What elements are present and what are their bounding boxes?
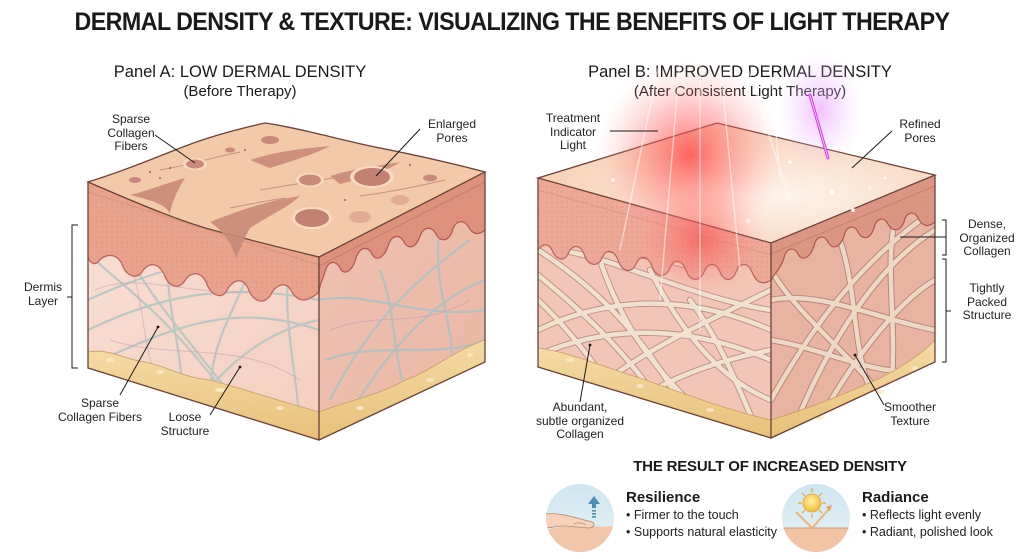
label-abundant-collagen: Abundant, subtle organized Collagen — [535, 400, 625, 441]
panel-b-leaders — [579, 130, 951, 406]
panel-a-title-block: Panel A: LOW DERMAL DENSITY (Before Ther… — [90, 62, 390, 102]
radiance-heading: Radiance — [862, 489, 929, 506]
label-enlarged-pores: Enlarged Pores — [427, 117, 477, 145]
cube-a-low-density — [86, 122, 487, 441]
panel-a-leaders — [67, 128, 421, 416]
label-smoother-texture: Smoother Texture — [883, 400, 937, 428]
radiance-point: Reflects light evenly — [862, 507, 993, 524]
resilience-heading: Resilience — [626, 489, 701, 506]
label-sparse-collagen-bottom: Sparse Collagen Fibers — [57, 396, 143, 424]
treatment-light-beams — [595, 50, 865, 330]
resilience-point: Firmer to the touch — [626, 507, 777, 524]
finger-press-icon — [546, 484, 614, 552]
radiance-point: Radiant, polished look — [862, 524, 993, 541]
resilience-text: Resilience Firmer to the touch Supports … — [626, 489, 777, 541]
label-treatment-indicator-light: Treatment Indicator Light — [545, 111, 601, 152]
sun-reflection-icon — [782, 484, 850, 552]
label-loose-structure: Loose Structure — [160, 410, 210, 438]
label-tightly-packed-structure: Tightly Packed Structure — [962, 281, 1012, 322]
label-sparse-collagen-top: Sparse Collagen Fibers — [107, 112, 155, 153]
results-title: THE RESULT OF INCREASED DENSITY — [633, 458, 907, 475]
benefit-radiance: Radiance Reflects light evenly Radiant, … — [782, 484, 993, 552]
benefit-resilience: Resilience Firmer to the touch Supports … — [546, 484, 777, 552]
radiance-text: Radiance Reflects light evenly Radiant, … — [862, 489, 993, 541]
panel-a-title: Panel A: LOW DERMAL DENSITY — [113, 63, 367, 81]
label-refined-pores: Refined Pores — [899, 117, 941, 145]
label-dense-organized-collagen: Dense, Organized Collagen — [959, 217, 1015, 258]
enlarged-pores — [129, 136, 437, 229]
panel-a-subtitle: (Before Therapy) — [183, 83, 297, 100]
label-dermis-layer: Dermis Layer — [24, 280, 62, 308]
resilience-point: Supports natural elasticity — [626, 524, 777, 541]
page-title: DERMAL DENSITY & TEXTURE: VISUALIZING TH… — [74, 8, 950, 36]
